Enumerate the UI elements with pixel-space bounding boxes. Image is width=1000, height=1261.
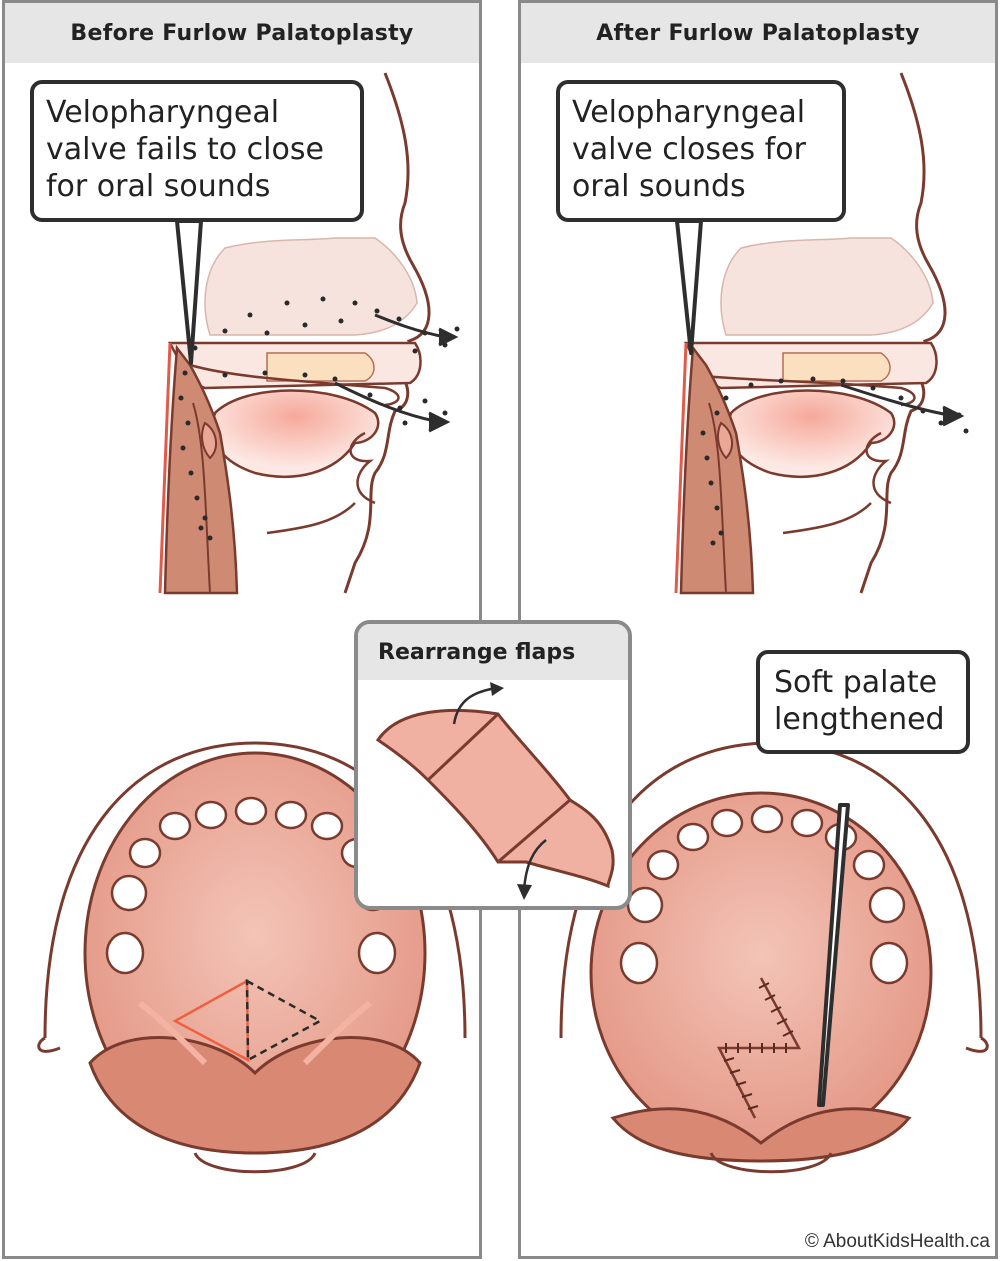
- after-illustration: [559, 72, 989, 1174]
- copyright-credit: © AboutKidsHealth.ca: [804, 1231, 990, 1252]
- palate-view-before: [37, 741, 467, 1174]
- flap-shape: [375, 708, 615, 889]
- rearrange-flaps-inset: Rearrange flaps: [354, 620, 632, 910]
- palate-view-after: [559, 741, 989, 1174]
- rotate-arrow-bottom: [522, 839, 547, 891]
- callout-valve-closes: Velopharyngeal valve closes for oral sou…: [556, 80, 846, 222]
- head-profile: [158, 72, 431, 595]
- after-panel-title: After Furlow Palatoplasty: [521, 3, 995, 63]
- inset-title: Rearrange flaps: [358, 624, 628, 680]
- callout-pointer: [675, 219, 703, 355]
- airflow-arrow: [840, 383, 965, 427]
- callout-soft-palate: Soft palate lengthened: [756, 650, 970, 754]
- callout-pointer: [175, 219, 203, 365]
- airflow-arrows: [334, 313, 459, 433]
- before-illustration: [37, 72, 467, 1174]
- airflow-dots: [700, 376, 969, 546]
- callout-valve-fails: Velopharyngeal valve fails to close for …: [30, 80, 364, 222]
- head-profile: [674, 72, 947, 595]
- flap-diagram: [375, 682, 615, 900]
- soft-palate-pointer: [817, 803, 850, 1107]
- suture-line: [716, 977, 802, 1119]
- before-panel-title: Before Furlow Palatoplasty: [5, 3, 479, 63]
- rotate-arrow-top: [452, 686, 497, 725]
- airflow-dots: [178, 296, 460, 541]
